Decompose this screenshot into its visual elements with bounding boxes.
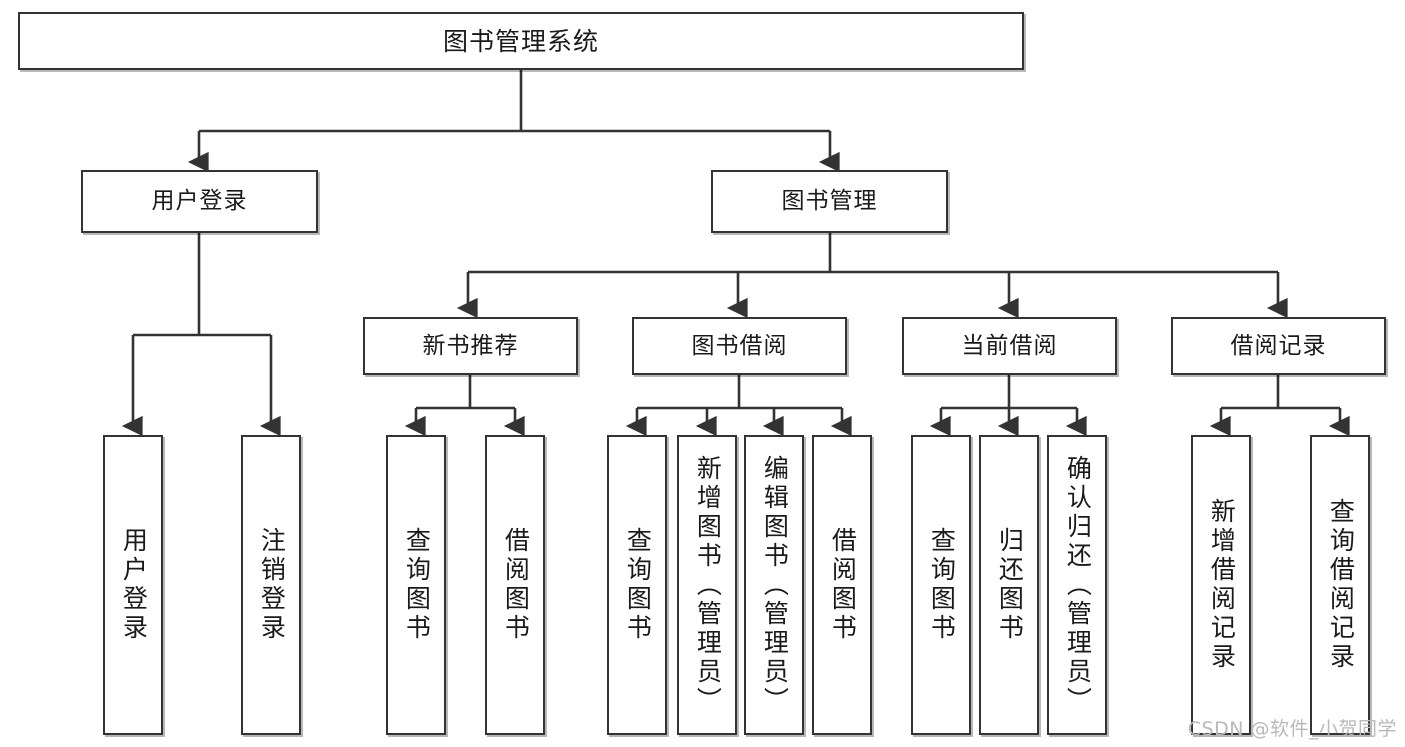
node-leaf-query-book-1[interactable]: 查询图书	[386, 435, 446, 735]
node-borrow-record[interactable]: 借阅记录	[1171, 317, 1386, 375]
node-label: 新增图书（管理员）	[693, 454, 723, 716]
node-book-manage[interactable]: 图书管理	[711, 170, 948, 233]
node-label: 借阅图书	[828, 527, 858, 643]
node-label: 注销登录	[257, 527, 287, 643]
node-label: 查询图书	[927, 527, 957, 643]
node-label: 借阅图书	[501, 527, 531, 643]
node-label: 图书借阅	[691, 332, 788, 359]
node-leaf-user-logout[interactable]: 注销登录	[241, 435, 301, 735]
node-label: 用户登录	[151, 188, 248, 214]
node-label: 编辑图书（管理员）	[760, 454, 790, 716]
node-label: 归还图书	[995, 527, 1025, 643]
node-label: 确认归还（管理员）	[1063, 454, 1093, 716]
node-leaf-borrow-book-1[interactable]: 借阅图书	[485, 435, 545, 735]
node-new-book-recommend[interactable]: 新书推荐	[363, 317, 578, 375]
node-leaf-add-record[interactable]: 新增借阅记录	[1191, 435, 1251, 735]
node-leaf-query-record[interactable]: 查询借阅记录	[1310, 435, 1370, 735]
node-label: 图书管理	[781, 188, 878, 214]
node-label: 新书推荐	[422, 332, 519, 359]
node-label: 借阅记录	[1230, 332, 1327, 359]
node-leaf-edit-book[interactable]: 编辑图书（管理员）	[744, 435, 804, 735]
node-root-book-management-system[interactable]: 图书管理系统	[18, 12, 1024, 70]
node-leaf-add-book[interactable]: 新增图书（管理员）	[677, 435, 737, 735]
node-leaf-query-book-2[interactable]: 查询图书	[607, 435, 667, 735]
node-label: 查询图书	[623, 527, 653, 643]
node-current-borrow[interactable]: 当前借阅	[902, 317, 1117, 375]
node-leaf-confirm-return[interactable]: 确认归还（管理员）	[1047, 435, 1107, 735]
node-label: 图书管理系统	[442, 26, 599, 56]
node-leaf-query-book-3[interactable]: 查询图书	[911, 435, 971, 735]
node-leaf-borrow-book-2[interactable]: 借阅图书	[812, 435, 872, 735]
node-leaf-return-book[interactable]: 归还图书	[979, 435, 1039, 735]
node-user-login[interactable]: 用户登录	[81, 170, 318, 233]
node-label: 新增借阅记录	[1207, 498, 1237, 672]
node-label: 用户登录	[119, 527, 149, 643]
node-label: 当前借阅	[961, 332, 1058, 359]
node-label: 查询借阅记录	[1326, 498, 1356, 672]
watermark-text: CSDN @软件_小贺同学	[1187, 718, 1397, 740]
node-book-borrow[interactable]: 图书借阅	[632, 317, 847, 375]
node-leaf-user-login[interactable]: 用户登录	[103, 435, 163, 735]
node-label: 查询图书	[402, 527, 432, 643]
